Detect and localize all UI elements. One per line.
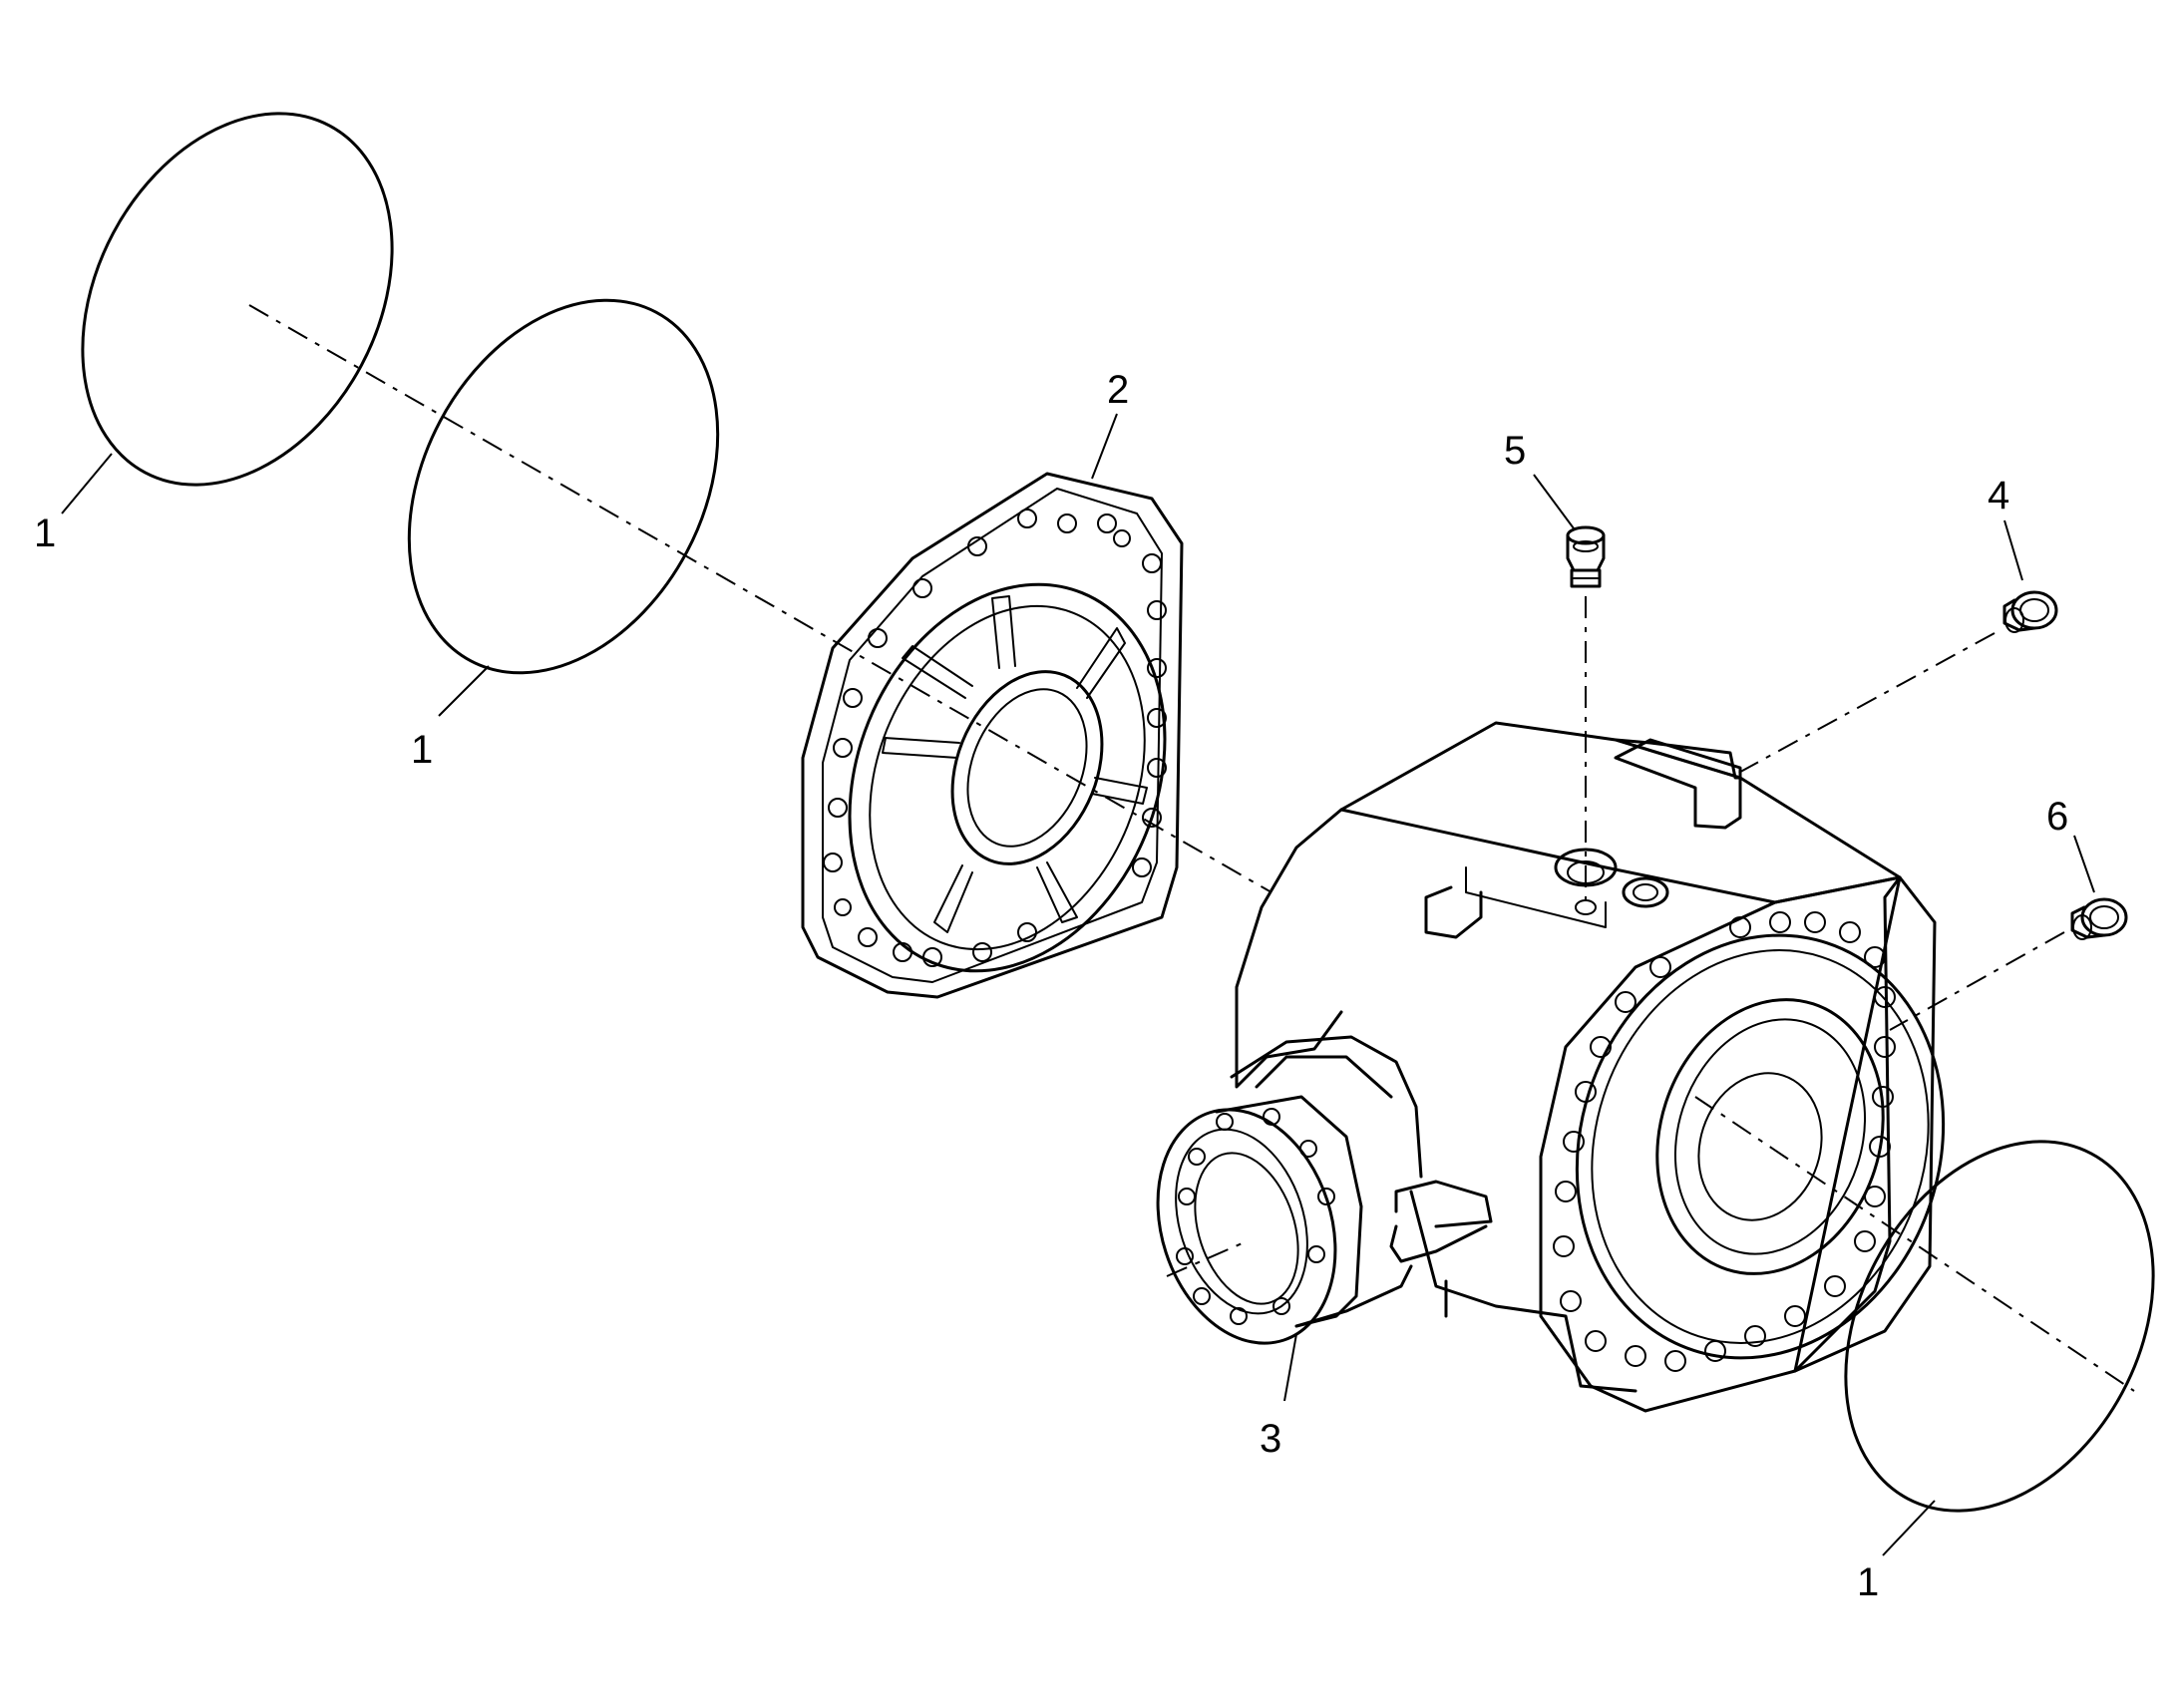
plug-right <box>2070 897 2128 940</box>
callout-1-middle-left: 1 <box>411 728 433 772</box>
plug-top-right <box>2002 590 2058 633</box>
callout-5: 5 <box>1504 429 1526 473</box>
flange-spokes <box>882 595 1148 933</box>
callout-3: 3 <box>1260 1417 1281 1461</box>
callout-1-upper-left: 1 <box>34 512 56 555</box>
side-bearing-housing <box>1156 1035 1423 1345</box>
callout-2: 2 <box>1107 368 1129 412</box>
o-ring-middle-left <box>407 298 720 675</box>
side-housing-bolt-holes <box>1176 1108 1335 1325</box>
callout-1-lower-right: 1 <box>1857 1560 1879 1604</box>
o-ring-lower-right <box>1844 1140 2155 1513</box>
callouts: 1 1 2 3 4 5 6 1 <box>34 368 2068 1604</box>
flange-bolt-holes <box>823 509 1167 967</box>
callout-4: 4 <box>1988 474 2009 517</box>
flange-cover <box>801 472 1184 999</box>
main-housing <box>1235 721 1946 1413</box>
center-axes <box>248 304 2135 1392</box>
housing-bolt-holes <box>1553 911 1896 1372</box>
callout-6: 6 <box>2046 795 2068 839</box>
breather-fitting <box>1566 525 1606 588</box>
o-ring-upper-left <box>81 112 394 487</box>
leader-lines <box>61 413 2095 1556</box>
